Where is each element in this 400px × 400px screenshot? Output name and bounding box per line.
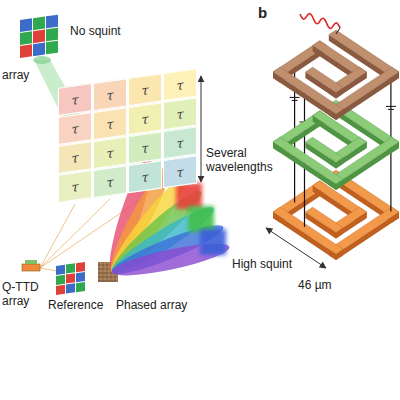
figure-label: array <box>2 68 29 82</box>
pixel <box>56 265 65 275</box>
rf-signal <box>300 14 340 29</box>
strip-top <box>273 137 343 184</box>
pixel <box>46 15 58 29</box>
pixel <box>20 18 32 32</box>
pixel <box>66 273 75 283</box>
delay-cell: τ <box>58 83 92 116</box>
pixel <box>46 28 58 42</box>
chip-texture <box>105 262 106 282</box>
pixel <box>20 44 32 58</box>
ttd-array-grid: ττττττττττττττττ <box>58 68 197 204</box>
figure-label: High squint <box>232 257 292 271</box>
no-squint-image <box>20 15 58 58</box>
pixel <box>76 272 85 282</box>
delay-cell: τ <box>163 126 197 159</box>
delay-symbol: τ <box>176 77 183 93</box>
squint-image <box>200 229 226 255</box>
pixel <box>46 41 58 55</box>
chip-texture <box>109 262 110 282</box>
chip-texture <box>98 281 118 282</box>
pixel <box>56 285 65 295</box>
panel-letter: b <box>258 4 267 22</box>
delay-cell: τ <box>93 78 127 111</box>
delay-symbol: τ <box>141 140 148 156</box>
delay-symbol: τ <box>71 92 78 108</box>
delay-symbol: τ <box>106 116 113 132</box>
delay-symbol: τ <box>141 111 148 127</box>
feed-line <box>40 204 75 268</box>
pixel <box>56 275 65 285</box>
figure-label: Reference <box>48 298 103 312</box>
chip-texture <box>98 277 118 278</box>
signal-feed <box>336 28 340 34</box>
dimension-arrow <box>201 76 202 182</box>
pixel <box>33 42 45 56</box>
delay-cell: τ <box>163 68 197 101</box>
figure-label: No squint <box>70 24 121 38</box>
delay-symbol: τ <box>71 121 78 137</box>
pixel <box>20 31 32 45</box>
reference-image <box>56 262 85 295</box>
delay-symbol: τ <box>176 135 183 151</box>
pixel <box>66 283 75 293</box>
delay-cell: τ <box>163 155 197 188</box>
figure-label: Phased array <box>116 298 187 312</box>
delay-cell: τ <box>58 170 92 203</box>
delay-cell: τ <box>128 102 162 135</box>
squint-image <box>188 206 214 232</box>
beam-spot <box>33 56 51 64</box>
figure-label: Several wavelengths <box>206 146 278 175</box>
q-ttd-chip-top <box>25 260 37 264</box>
pixel <box>33 16 45 30</box>
figure-label: 46 µm <box>298 278 332 292</box>
delay-cell: τ <box>58 141 92 174</box>
delay-cell: τ <box>93 165 127 198</box>
feed-line <box>40 199 110 268</box>
strip-top <box>305 137 343 162</box>
delay-cell: τ <box>93 136 127 169</box>
strip-top <box>273 67 343 114</box>
delay-symbol: τ <box>176 164 183 180</box>
delay-symbol: τ <box>106 174 113 190</box>
delay-symbol: τ <box>106 87 113 103</box>
strip-top <box>305 207 343 232</box>
strip-top <box>305 67 343 92</box>
delay-cell: τ <box>128 131 162 164</box>
pixel <box>76 262 85 272</box>
delay-cell: τ <box>93 107 127 140</box>
figure-label: Q-TTD array <box>2 280 42 309</box>
pixel <box>76 282 85 292</box>
delay-symbol: τ <box>106 145 113 161</box>
top-metal-layer <box>273 30 399 120</box>
delay-symbol: τ <box>71 150 78 166</box>
delay-cell: τ <box>58 112 92 145</box>
delay-symbol: τ <box>141 169 148 185</box>
delay-symbol: τ <box>176 106 183 122</box>
delay-cell: τ <box>128 160 162 193</box>
pixel <box>66 263 75 273</box>
delay-cell: τ <box>163 97 197 130</box>
ground-symbol <box>386 106 396 109</box>
strip-top <box>273 207 343 254</box>
delay-cell: τ <box>128 73 162 106</box>
delay-symbol: τ <box>71 179 78 195</box>
squint-image <box>176 183 202 209</box>
ground-symbol <box>290 97 300 100</box>
q-ttd-chip <box>22 264 40 271</box>
chip-texture <box>101 262 102 282</box>
delay-symbol: τ <box>141 82 148 98</box>
pixel <box>33 29 45 43</box>
